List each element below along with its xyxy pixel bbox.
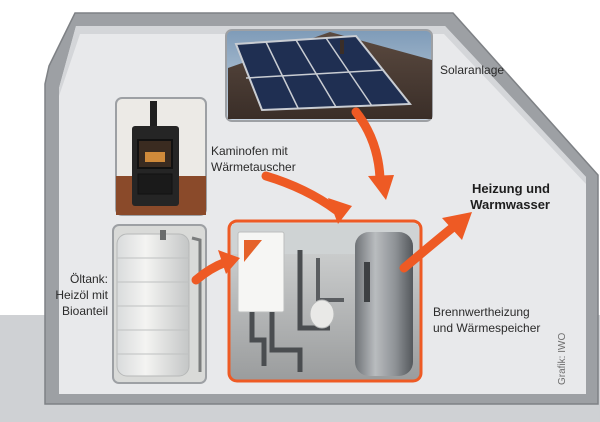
stove-label-line2: Wärmetauscher [211,160,296,174]
boiler-and-storage-tank-photo [227,219,423,383]
wood-stove-photo [115,97,207,216]
solar-label-text: Solaranlage [440,63,505,77]
solar-label: Solaranlage [440,62,504,78]
output-label-line1: Heizung und [472,181,550,196]
arrow-solar-to-storage [351,107,394,200]
boiler-label: Brennwertheizung und Wärmespeicher [433,304,540,336]
output-label: Heizung und Warmwasser [440,181,550,213]
stove-label: Kaminofen mit Wärmetauscher [211,143,296,175]
arrow-tank-to-boiler [191,250,240,285]
output-label-line2: Warmwasser [470,197,550,212]
arrow-stove-to-boiler [261,171,352,224]
image-credit: Grafik: IWO [557,332,568,385]
solar-panel-photo [225,29,433,122]
boiler-label-line1: Brennwertheizung [433,305,530,319]
tank-label-line1: Öltank: [69,272,108,286]
boiler-label-line2: und Wärmespeicher [433,321,541,335]
oil-tank-photo [112,224,207,384]
tank-label-line2: Heizöl mit [55,288,108,302]
tank-label-line3: Bioanteil [61,304,108,318]
stove-label-line1: Kaminofen mit [211,144,288,158]
arrow-storage-to-output [399,212,472,273]
tank-label: Öltank: Heizöl mit Bioanteil [38,271,108,319]
flow-arrows [191,107,472,285]
